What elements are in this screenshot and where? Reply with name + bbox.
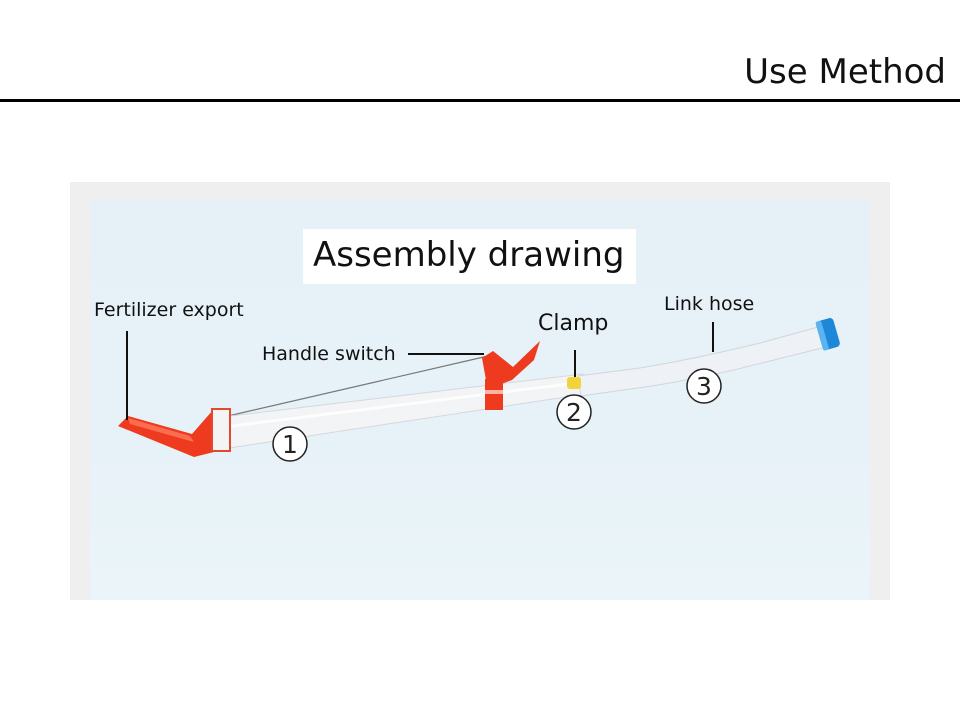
svg-text:2: 2 [566, 398, 582, 427]
figure-title: Assembly drawing [313, 235, 625, 275]
nozzle-collar [211, 408, 231, 452]
label-clamp: Clamp [538, 311, 609, 336]
figure-title-box [303, 229, 636, 284]
header-divider [0, 99, 960, 102]
svg-text:3: 3 [696, 372, 712, 401]
marker-2: 2 [556, 394, 592, 430]
page-title: Use Method [744, 52, 946, 92]
label-handle-switch: Handle switch [262, 343, 396, 365]
svg-text:1: 1 [282, 430, 298, 459]
clamp-part [567, 377, 581, 389]
end-cap [815, 318, 840, 351]
pull-wire [227, 355, 489, 417]
label-link-hose: Link hose [664, 293, 755, 315]
main-tube [212, 373, 587, 451]
label-fertilizer-export: Fertilizer export [94, 299, 244, 321]
handle-switch-part [482, 341, 540, 410]
marker-3: 3 [686, 368, 722, 404]
marker-1: 1 [272, 426, 308, 462]
